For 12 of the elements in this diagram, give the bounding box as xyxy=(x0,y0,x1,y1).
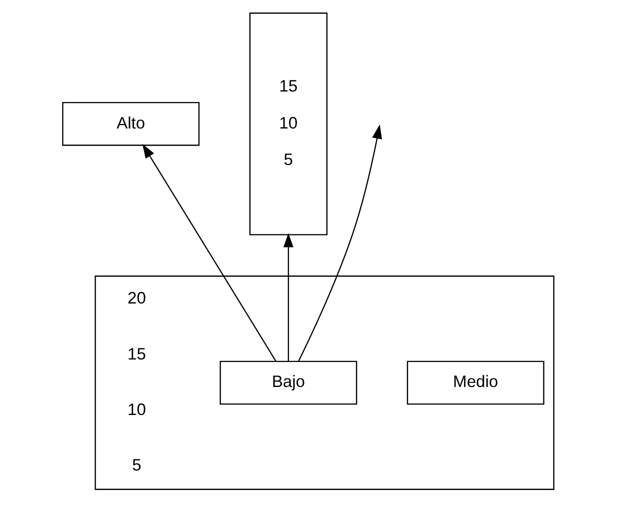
cluster xyxy=(94,276,554,490)
arrow xyxy=(298,124,382,362)
label: 5 xyxy=(132,456,142,475)
label: 10 xyxy=(128,400,146,419)
label: 20 xyxy=(128,288,146,308)
node-box: Alto xyxy=(62,102,200,146)
arrow xyxy=(142,144,276,362)
arrow xyxy=(283,233,294,362)
label: 15 xyxy=(128,344,146,364)
node-box: 15 10 5 xyxy=(249,12,328,236)
node-box: Medio xyxy=(406,360,544,405)
node-box: Bajo xyxy=(220,360,358,405)
